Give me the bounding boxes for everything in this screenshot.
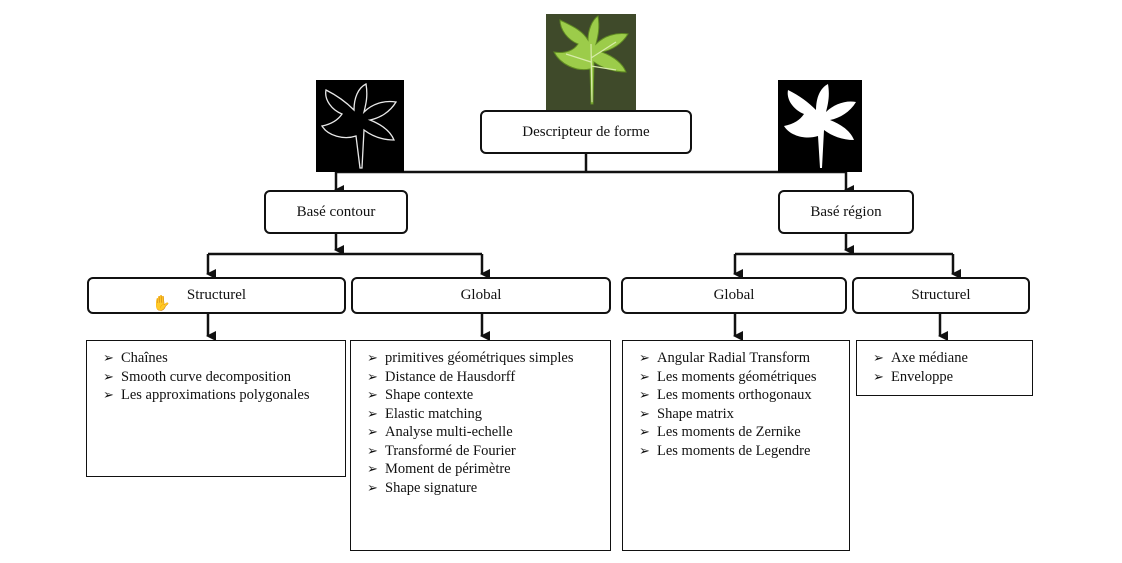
region-structurel-node: Structurel — [852, 277, 1030, 314]
leaf-icon — [546, 14, 636, 110]
list-item: Moment de périmètre — [367, 460, 600, 479]
region-structurel-label: Structurel — [911, 287, 971, 303]
list-item: Les approximations polygonales — [103, 386, 335, 405]
list-item: Shape contexte — [367, 386, 600, 405]
list-item: Transformé de Fourier — [367, 442, 600, 461]
list-item: Angular Radial Transform — [639, 349, 839, 368]
contour-structurel-list: Chaînes Smooth curve decomposition Les a… — [86, 340, 346, 477]
region-global-label: Global — [713, 287, 755, 303]
region-image — [778, 80, 862, 172]
list-item: Shape signature — [367, 479, 600, 498]
root-node: Descripteur de forme — [480, 110, 692, 154]
region-global-node: Global — [621, 277, 847, 314]
leaf-photo — [546, 14, 636, 110]
list-item: Smooth curve decomposition — [103, 368, 335, 387]
list-item: Elastic matching — [367, 405, 600, 424]
contour-structurel-label: Structurel — [186, 287, 247, 303]
list-item: Enveloppe — [873, 368, 1022, 387]
root-label: Descripteur de forme — [522, 123, 650, 140]
contour-global-node: Global — [351, 277, 611, 314]
list-item: Distance de Hausdorff — [367, 368, 600, 387]
list-item: Analyse multi-echelle — [367, 423, 600, 442]
contour-global-label: Global — [460, 287, 502, 303]
list-item: Axe médiane — [873, 349, 1022, 368]
contour-image — [316, 80, 404, 172]
list-item: Chaînes — [103, 349, 335, 368]
list-item: Les moments géométriques — [639, 368, 839, 387]
region-global-list: Angular Radial Transform Les moments géo… — [622, 340, 850, 551]
region-structurel-list: Axe médiane Enveloppe — [856, 340, 1033, 396]
list-item: Les moments orthogonaux — [639, 386, 839, 405]
region-label: Basé région — [810, 203, 882, 220]
list-item: Les moments de Zernike — [639, 423, 839, 442]
list-item: Shape matrix — [639, 405, 839, 424]
region-node: Basé région — [778, 190, 914, 234]
hand-cursor-icon: ✋ — [152, 296, 171, 312]
contour-structurel-node: Structurel — [87, 277, 346, 314]
contour-label: Basé contour — [296, 203, 376, 220]
contour-global-list: primitives géométriques simples Distance… — [350, 340, 611, 551]
list-item: Les moments de Legendre — [639, 442, 839, 461]
contour-node: Basé contour — [264, 190, 408, 234]
list-item: primitives géométriques simples — [367, 349, 600, 368]
